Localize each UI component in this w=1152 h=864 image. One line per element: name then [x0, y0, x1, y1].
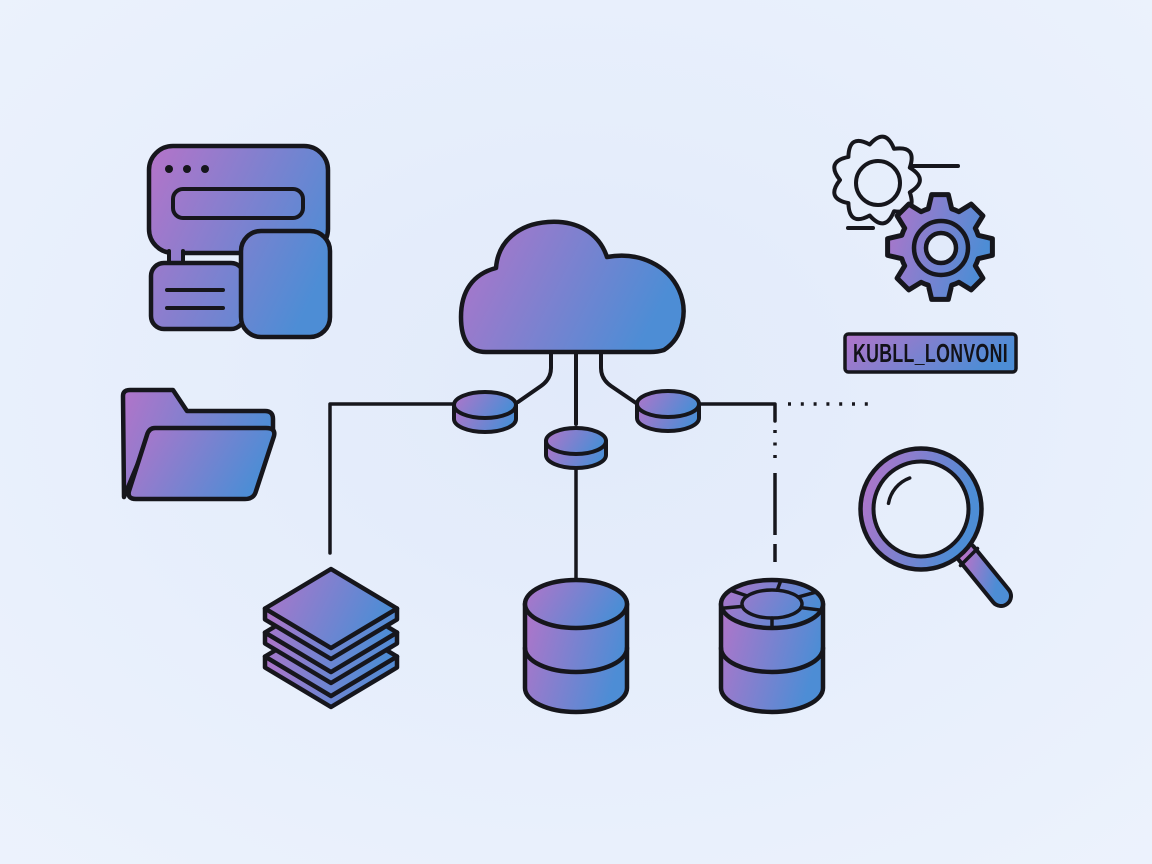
folder-icon [120, 387, 277, 502]
connector-right-elbow [698, 402, 777, 423]
browser-window-icon [146, 143, 333, 340]
db-divider [522, 645, 630, 675]
window-dot [201, 165, 209, 173]
panel-text-lines [165, 288, 225, 310]
folder-back [120, 387, 276, 500]
layers-stack-icon [262, 566, 400, 710]
db-divider [718, 645, 826, 675]
lower-panel [148, 260, 247, 332]
segmented-database-icon [718, 577, 826, 715]
badge-label: KUBLL_LONVONI [843, 332, 1018, 374]
db-top-spokes [720, 578, 824, 630]
magnifier-icon [858, 446, 1013, 608]
cloud-body [458, 219, 686, 355]
overlay-card [238, 228, 333, 340]
db-body [718, 601, 826, 715]
gear-hub-circle [854, 159, 902, 207]
db-top [522, 577, 630, 631]
magnifier-rim [860, 448, 982, 570]
folder-front [126, 425, 277, 502]
cloud-stem-right [599, 352, 638, 405]
gear-solid-icon [885, 192, 995, 302]
diagram: KUBLL_LONVONI [120, 134, 1018, 715]
layer-top [262, 566, 400, 651]
connectors [328, 402, 868, 590]
cloud-icon [458, 219, 686, 426]
address-bar [171, 187, 305, 220]
db-body [522, 601, 630, 715]
magnifier-rim-outer [858, 446, 984, 572]
gear-inner-ring [911, 218, 971, 278]
disk-top [452, 390, 518, 420]
cloud-stem-left [516, 352, 553, 404]
badge-text: KUBLL_LONVONI [853, 338, 1008, 368]
magnifier-lens [871, 459, 971, 559]
browser-frame [146, 143, 331, 256]
node-disk-center-icon [544, 426, 608, 470]
window-dot [183, 165, 191, 173]
node-disk-right-icon [635, 389, 701, 433]
disk-top [635, 389, 701, 419]
lens-highlight [886, 476, 912, 506]
window-dot [165, 165, 173, 173]
database-icon [522, 577, 630, 715]
disk-top [544, 426, 608, 456]
gear-hole [923, 230, 959, 266]
node-disk-left-icon [452, 390, 518, 434]
connector-left-elbow [328, 402, 454, 555]
magnifier-handle [958, 545, 1009, 604]
magnifier-handle-divider [958, 546, 980, 568]
badge-box [843, 332, 1018, 374]
layer-top-slab [262, 566, 400, 662]
